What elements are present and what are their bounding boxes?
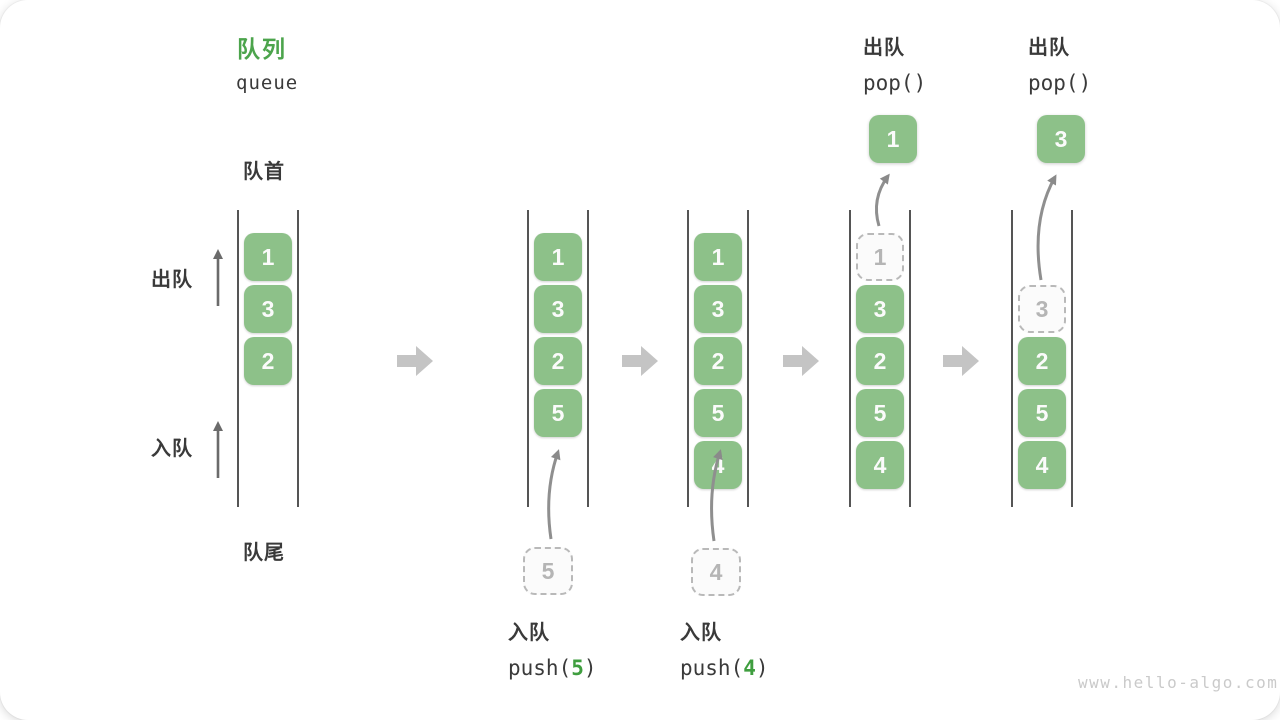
operation-label-pop-2: 出队 pop() [1028,31,1091,95]
staged-element-5: 5 [523,547,573,595]
operation-label-push-5: 入队 push(5) [508,616,597,680]
watermark: www.hello-algo.com [1078,673,1279,692]
operation-action: 入队 [680,622,722,644]
state-transition-arrow-4 [943,346,979,376]
operation-call: pop() [1028,71,1092,95]
diagram-title-zh: 队列 [237,36,287,62]
state-transition-arrow-3 [783,346,819,376]
removed-element-ghost: 1 [856,233,904,281]
queue-element: 3 [534,285,582,333]
queue-element: 2 [694,337,742,385]
queue-element: 1 [694,233,742,281]
queue-element: 5 [856,389,904,437]
operation-action: 出队 [863,37,905,59]
label-queue-rear: 队尾 [243,542,285,564]
operation-action: 入队 [508,622,550,644]
queue-element: 2 [534,337,582,385]
queue-container-5: 3 2 5 4 [1011,210,1073,507]
queue-element: 5 [534,389,582,437]
operation-call: push(4) [680,656,769,680]
state-transition-arrow-2 [622,346,658,376]
diagram-title-en: queue [236,72,299,94]
operation-label-pop-1: 出队 pop() [863,31,926,95]
queue-element: 5 [1018,389,1066,437]
queue-container-2: 1 3 2 5 [527,210,589,507]
popped-element-1: 1 [869,115,917,163]
operation-argument: 4 [743,656,756,680]
label-enqueue-direction: 入队 [151,438,193,460]
queue-element: 2 [856,337,904,385]
queue-element: 3 [856,285,904,333]
queue-element: 2 [244,337,292,385]
queue-element: 1 [244,233,292,281]
queue-element: 4 [1018,441,1066,489]
label-dequeue-direction: 出队 [151,269,193,291]
queue-element: 1 [534,233,582,281]
queue-element: 5 [694,389,742,437]
queue-container-1: 1 3 2 [237,210,299,507]
operation-label-push-4: 入队 push(4) [680,616,769,680]
removed-element-ghost: 3 [1018,285,1066,333]
queue-element: 4 [694,441,742,489]
popped-element-3: 3 [1037,115,1085,163]
queue-element: 3 [244,285,292,333]
operation-argument: 5 [571,656,584,680]
operation-call: push(5) [508,656,597,680]
operation-call: pop() [863,71,927,95]
queue-container-4: 1 3 2 5 4 [849,210,911,507]
staged-element-4: 4 [691,548,741,596]
queue-element: 2 [1018,337,1066,385]
queue-element: 3 [694,285,742,333]
queue-container-3: 1 3 2 5 4 [687,210,749,507]
queue-element: 4 [856,441,904,489]
label-queue-front: 队首 [243,161,285,183]
state-transition-arrow-1 [397,346,433,376]
operation-action: 出队 [1028,37,1070,59]
